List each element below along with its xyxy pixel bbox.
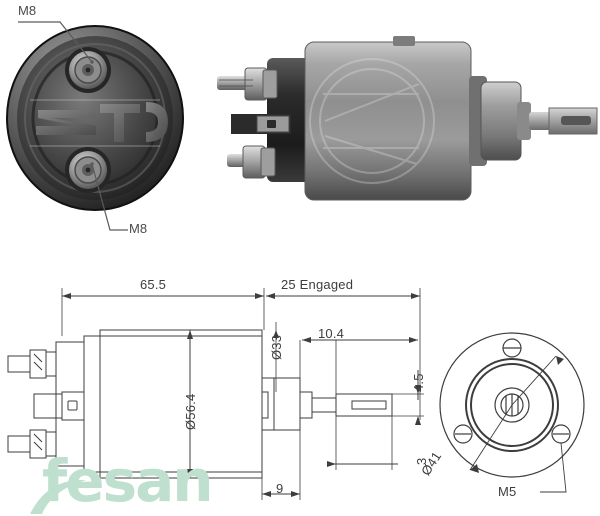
callout-m8-bottom: M8: [129, 221, 148, 236]
dim-dia-33: Ø33: [269, 334, 284, 360]
dim-9: 9: [276, 481, 284, 496]
dim-25-engaged: 25 Engaged: [281, 277, 354, 292]
dim-4-5: 4.5: [411, 373, 426, 392]
dim-10-4: 10.4: [318, 326, 345, 341]
dim-65-5: 65.5: [140, 277, 167, 292]
solenoid-end-drawing: [439, 332, 585, 493]
dim-dia-56-4: Ø56.4: [183, 393, 198, 430]
solenoid-side-photo: [205, 24, 600, 214]
callout-m8-top: M8: [18, 3, 37, 18]
solenoid-front-photo: [0, 14, 190, 214]
dim-m5: M5: [498, 484, 517, 499]
